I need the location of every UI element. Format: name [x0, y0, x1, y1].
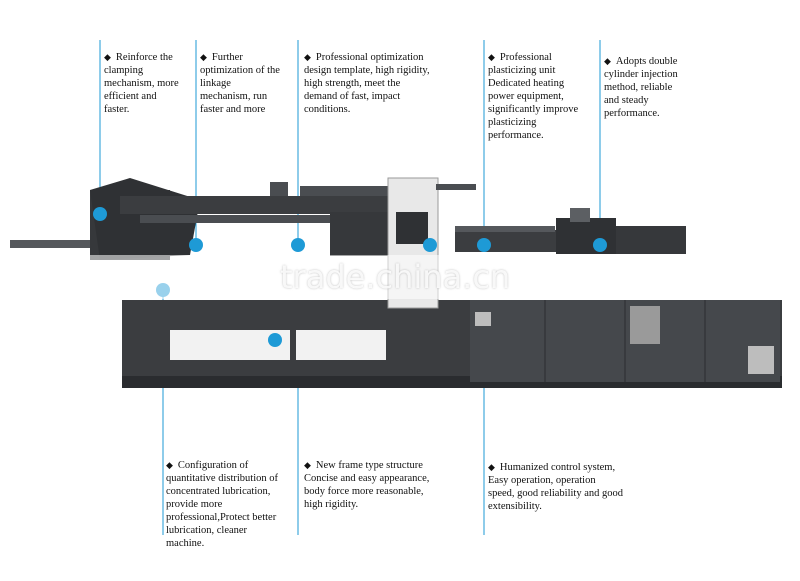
bullet-icon: ◆: [488, 462, 495, 472]
annotation-injection: ◆Adopts double cylinder injection method…: [604, 56, 678, 119]
annotation-lubrication: ◆Configuration of quantitative distribut…: [166, 460, 278, 549]
bullet-icon: ◆: [200, 52, 207, 62]
watermark-band: [0, 255, 800, 299]
bullet-icon: ◆: [304, 460, 311, 470]
bullet-icon: ◆: [604, 56, 611, 66]
watermark-text: trade.china.cn: [280, 258, 511, 296]
bullet-icon: ◆: [488, 52, 495, 62]
annotation-plasticizing: ◆Professional plasticizing unit Dedicate…: [488, 52, 579, 141]
bullet-icon: ◆: [104, 52, 111, 62]
annotation-frame: ◆New frame type structure Concise and ea…: [304, 460, 430, 510]
bullet-icon: ◆: [166, 460, 173, 470]
annotation-design-template: ◆Professional optimization design templa…: [304, 52, 430, 115]
annotation-linkage: ◆Further optimization of the linkage mec…: [200, 52, 280, 115]
annotation-control-system: ◆Humanized control system, Easy operatio…: [488, 462, 624, 512]
annotation-clamping: ◆Reinforce the clamping mechanism, more …: [104, 52, 179, 115]
bullet-icon: ◆: [304, 52, 311, 62]
